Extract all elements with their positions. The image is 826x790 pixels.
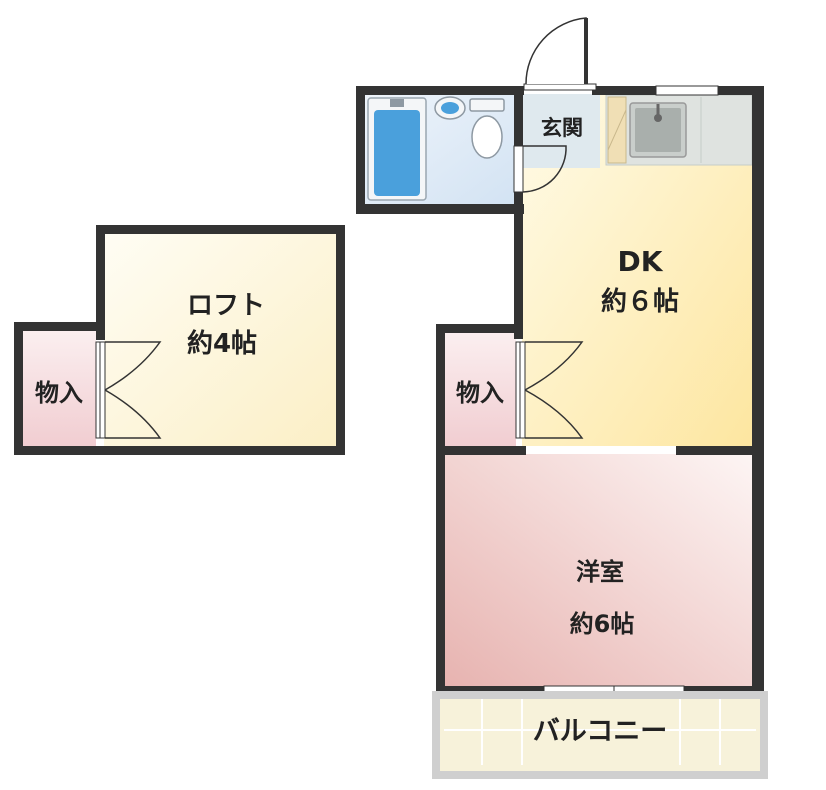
loft-wall-right [336, 225, 345, 455]
western-wall-bottom-left [436, 686, 544, 695]
main-plan [356, 17, 768, 779]
bath-faucet-icon [390, 99, 404, 107]
loft-wall-bottom [14, 446, 345, 455]
dk-size-label: 約６帖 [601, 286, 679, 317]
bath-door-frame [513, 145, 524, 193]
loft-storage-wall-top [14, 322, 105, 331]
loft-storage-label: 物入 [35, 379, 83, 407]
entrance-floor-overlay [522, 94, 600, 168]
dk-western-divider-right [676, 446, 758, 455]
loft-storage-floor [22, 330, 96, 446]
loft-name-label: ロフト [187, 291, 265, 321]
entrance-label: 玄関 [541, 116, 583, 140]
loft-plan [14, 225, 345, 455]
bath-wall-right [514, 86, 523, 146]
dk-storage-door-swing-lower [524, 389, 584, 439]
balcony-floor [436, 695, 764, 775]
dk-storage-floor [444, 332, 516, 446]
bath-wall-bottom [356, 204, 524, 214]
dk-western-divider-left [436, 446, 526, 455]
balcony-label: バルコニー [533, 716, 667, 747]
dk-wall-left [514, 192, 523, 339]
balcony-rail [432, 691, 768, 779]
entrance-door-frame [523, 83, 597, 91]
main-wall-top-left [592, 86, 656, 95]
kitchen-sink-basin [635, 108, 681, 152]
western-wall-bottom-right [684, 686, 764, 695]
dk-name-label: DK [618, 245, 664, 278]
loft-wall-left [96, 225, 105, 340]
dk-storage-label: 物入 [456, 379, 504, 407]
main-wall-top-right [718, 86, 764, 95]
loft-size-label: 約4帖 [187, 328, 257, 359]
dk-storage-wall-top [436, 324, 523, 333]
western-floor [444, 454, 752, 686]
toilet-tank-icon [469, 98, 505, 112]
western-name-label: 洋室 [576, 558, 624, 586]
loft-floor [104, 233, 336, 446]
toilet-bowl-icon [471, 115, 503, 159]
bath-wall-left [356, 86, 365, 214]
bathtub-water [374, 110, 420, 196]
entrance-door-swing [525, 17, 587, 85]
loft-wall-top [96, 225, 344, 234]
loft-storage-door-swing-lower [104, 389, 162, 439]
bath-door-swing [522, 145, 567, 193]
dk-storage-door-swing-upper [524, 341, 584, 391]
loft-storage-door-swing-upper [104, 341, 162, 391]
balcony-tiles [444, 695, 756, 765]
western-size-label: 約6帖 [570, 610, 635, 638]
bath-wall-top [356, 86, 524, 95]
top-window [655, 85, 719, 96]
dk-storage-wall-left [436, 324, 445, 694]
main-wall-right [752, 86, 764, 694]
loft-storage-wall-left [14, 322, 23, 455]
